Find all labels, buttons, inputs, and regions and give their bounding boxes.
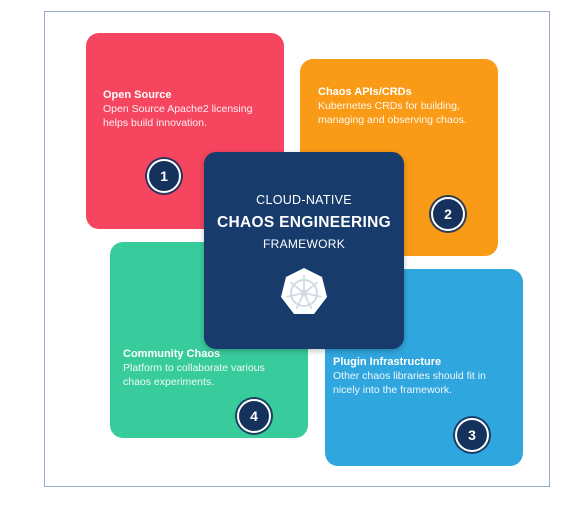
- center-line-chaos-engineering: CHAOS ENGINEERING: [217, 214, 391, 231]
- card-open-source: Open Source Open Source Apache2 licensin…: [86, 33, 284, 229]
- number-badge-2: 2: [431, 197, 465, 231]
- center-line-framework: FRAMEWORK: [262, 237, 346, 251]
- number-badge-1: 1: [147, 159, 181, 193]
- center-framework-box: CLOUD-NATIVE CHAOS ENGINEERING FRAMEWORK: [204, 152, 404, 349]
- card-description-line: nicely into the framework.: [333, 384, 453, 396]
- card-description-line: Platform to collaborate various: [123, 362, 265, 374]
- card-description-line: Kubernetes CRDs for building,: [318, 100, 460, 112]
- card-title: Community Chaos: [123, 348, 221, 360]
- card-description-line: Open Source Apache2 licensing: [103, 103, 253, 115]
- kubernetes-wheel-icon: [281, 268, 327, 314]
- card-title: Chaos APIs/CRDs: [318, 86, 412, 98]
- center-line-cloud-native: CLOUD-NATIVE: [256, 193, 352, 207]
- card-description-line: managing and observing chaos.: [318, 114, 467, 126]
- number-badge-4: 4: [237, 399, 271, 433]
- card-description-line: helps build innovation.: [103, 117, 207, 129]
- card-title: Open Source: [103, 89, 172, 101]
- number-badge-3: 3: [455, 418, 489, 452]
- card-description-line: Other chaos libraries should fit in: [333, 370, 486, 382]
- card-title: Plugin Infrastructure: [333, 356, 442, 368]
- card-description-line: chaos experiments.: [123, 376, 215, 388]
